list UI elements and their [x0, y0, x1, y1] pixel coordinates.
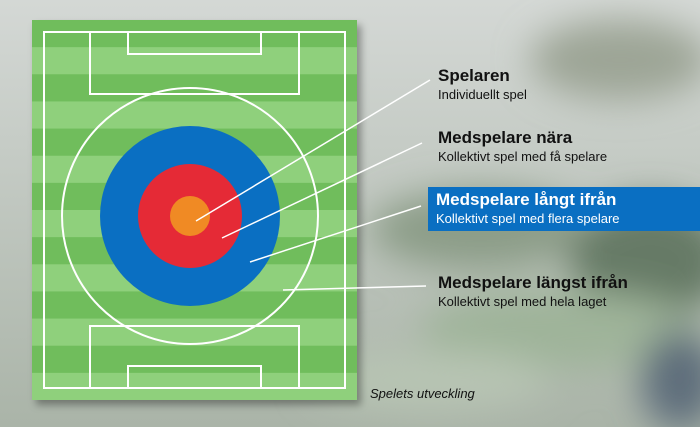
center-circle [170, 196, 210, 236]
label-subtitle: Kollektivt spel med flera spelare [436, 211, 620, 226]
label-title: Medspelare längst ifrån [438, 273, 628, 292]
pitch-stripe [32, 345, 357, 373]
label-subtitle: Kollektivt spel med hela laget [438, 294, 607, 309]
label-subtitle: Kollektivt spel med få spelare [438, 149, 608, 164]
connector-medspelare-langt [249, 205, 422, 263]
connector-lines [195, 79, 431, 291]
label-title: Medspelare nära [438, 128, 573, 147]
label-title: Spelaren [438, 66, 510, 85]
label-medspelare-nara: Medspelare nära Kollektivt spel med få s… [438, 128, 607, 165]
top-goal-area [127, 31, 262, 55]
pitch-lines [43, 31, 346, 389]
label-medspelare-langst: Medspelare längst ifrån Kollektivt spel … [438, 273, 628, 310]
label-medspelare-langt: Medspelare långt ifrån Kollektivt spel m… [428, 187, 700, 231]
bottom-goal-area [127, 365, 262, 389]
label-subtitle: Individuellt spel [438, 87, 527, 102]
caption: Spelets utveckling [370, 386, 475, 401]
pitch-stripe [32, 20, 357, 48]
label-title: Medspelare långt ifrån [436, 190, 617, 209]
connector-medspelare-langst [282, 285, 427, 291]
connector-medspelare-nara [221, 142, 423, 239]
label-spelaren: Spelaren Individuellt spel [438, 66, 527, 103]
connector-spelaren [195, 79, 431, 222]
football-pitch [32, 20, 357, 400]
outer-ring-line [61, 87, 319, 345]
